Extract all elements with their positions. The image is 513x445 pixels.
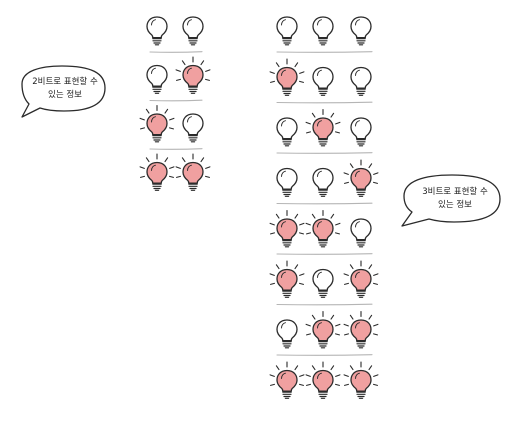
three-bit-bulb-r2-c1-on xyxy=(269,58,305,96)
two-bit-bulb-r2-c1-off xyxy=(146,64,168,94)
caption-2bit-line2: 있는 정보 xyxy=(48,90,82,100)
row-separators xyxy=(149,51,373,356)
two-bit-bulb-r4-c2-on xyxy=(175,153,211,191)
light-bulbs xyxy=(139,16,379,399)
two-bit-bulb-r4-c1-on xyxy=(139,153,175,191)
two-bit-bulb-r3-c2-off xyxy=(182,113,204,143)
three-bit-bulb-r7-c1-off xyxy=(276,319,298,349)
three-bit-bulb-r8-c1-on xyxy=(269,361,305,399)
three-bit-separator-6 xyxy=(276,303,373,306)
three-bit-separator-3 xyxy=(276,152,373,154)
caption-3bit-line1: 3비트로 표현할 수 xyxy=(422,187,488,197)
two-bit-bulb-r1-c2-off xyxy=(182,16,204,46)
three-bit-bulb-r8-c2-on xyxy=(305,361,341,399)
three-bit-separator-2 xyxy=(276,101,373,104)
three-bit-bulb-r3-c1-off xyxy=(276,117,298,147)
three-bit-bulb-r1-c2-off xyxy=(312,16,334,46)
three-bit-separator-1 xyxy=(276,51,373,53)
two-bit-bulb-r1-c1-off xyxy=(146,16,168,46)
caption-3bit: 3비트로 표현할 수 있는 정보 xyxy=(410,186,500,212)
three-bit-bulb-r8-c3-on xyxy=(343,361,379,399)
three-bit-bulb-r4-c3-on xyxy=(343,159,379,197)
three-bit-bulb-r5-c1-on xyxy=(269,209,305,248)
three-bit-bulb-r6-c1-on xyxy=(269,260,305,298)
three-bit-bulb-r5-c3-off xyxy=(350,218,372,248)
two-bit-separator-1 xyxy=(149,51,203,53)
three-bit-separator-5 xyxy=(276,253,373,255)
two-bit-bulb-r3-c1-on xyxy=(139,104,175,143)
caption-2bit: 2비트로 표현할 수 있는 정보 xyxy=(25,76,105,102)
two-bit-separator-3 xyxy=(149,148,203,150)
three-bit-bulb-r1-c3-off xyxy=(350,16,372,46)
two-bit-bulb-r2-c2-on xyxy=(175,56,211,94)
three-bit-bulb-r2-c3-off xyxy=(350,66,372,96)
three-bit-bulb-r3-c2-on xyxy=(305,108,341,147)
three-bit-bulb-r7-c3-on xyxy=(343,310,379,349)
three-bit-separator-4 xyxy=(276,202,373,205)
three-bit-bulb-r6-c3-on xyxy=(343,260,379,298)
two-bit-separator-2 xyxy=(149,99,203,102)
caption-3bit-line2: 있는 정보 xyxy=(438,200,472,210)
three-bit-bulb-r4-c1-off xyxy=(276,167,298,197)
three-bit-bulb-r3-c3-off xyxy=(350,117,372,147)
three-bit-bulb-r6-c2-off xyxy=(312,268,334,298)
speech-bubble-2bit xyxy=(21,65,106,118)
caption-2bit-line1: 2비트로 표현할 수 xyxy=(32,77,98,87)
three-bit-bulb-r2-c2-off xyxy=(312,66,334,96)
three-bit-bulb-r5-c2-on xyxy=(305,209,341,248)
three-bit-separator-7 xyxy=(276,354,373,356)
three-bit-bulb-r4-c2-off xyxy=(312,167,334,197)
speech-bubble-3bit xyxy=(401,174,501,227)
three-bit-bulb-r1-c1-off xyxy=(276,16,298,46)
three-bit-bulb-r7-c2-on xyxy=(305,310,341,349)
